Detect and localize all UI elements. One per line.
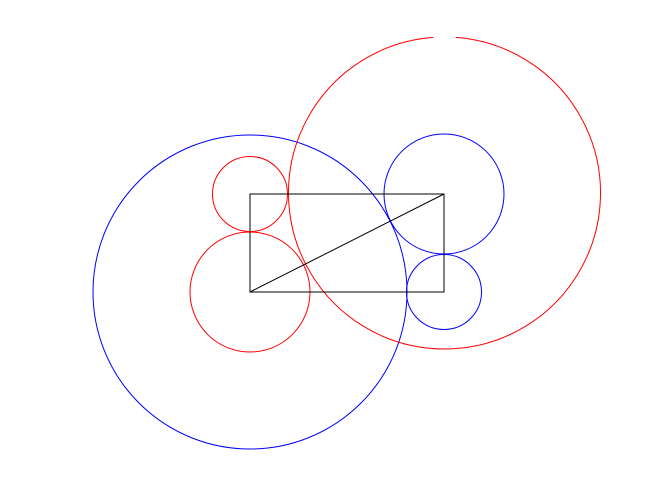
large-red-circle xyxy=(288,36,601,350)
central-rectangle xyxy=(249,193,445,293)
rectangle-diagonal xyxy=(249,193,445,293)
